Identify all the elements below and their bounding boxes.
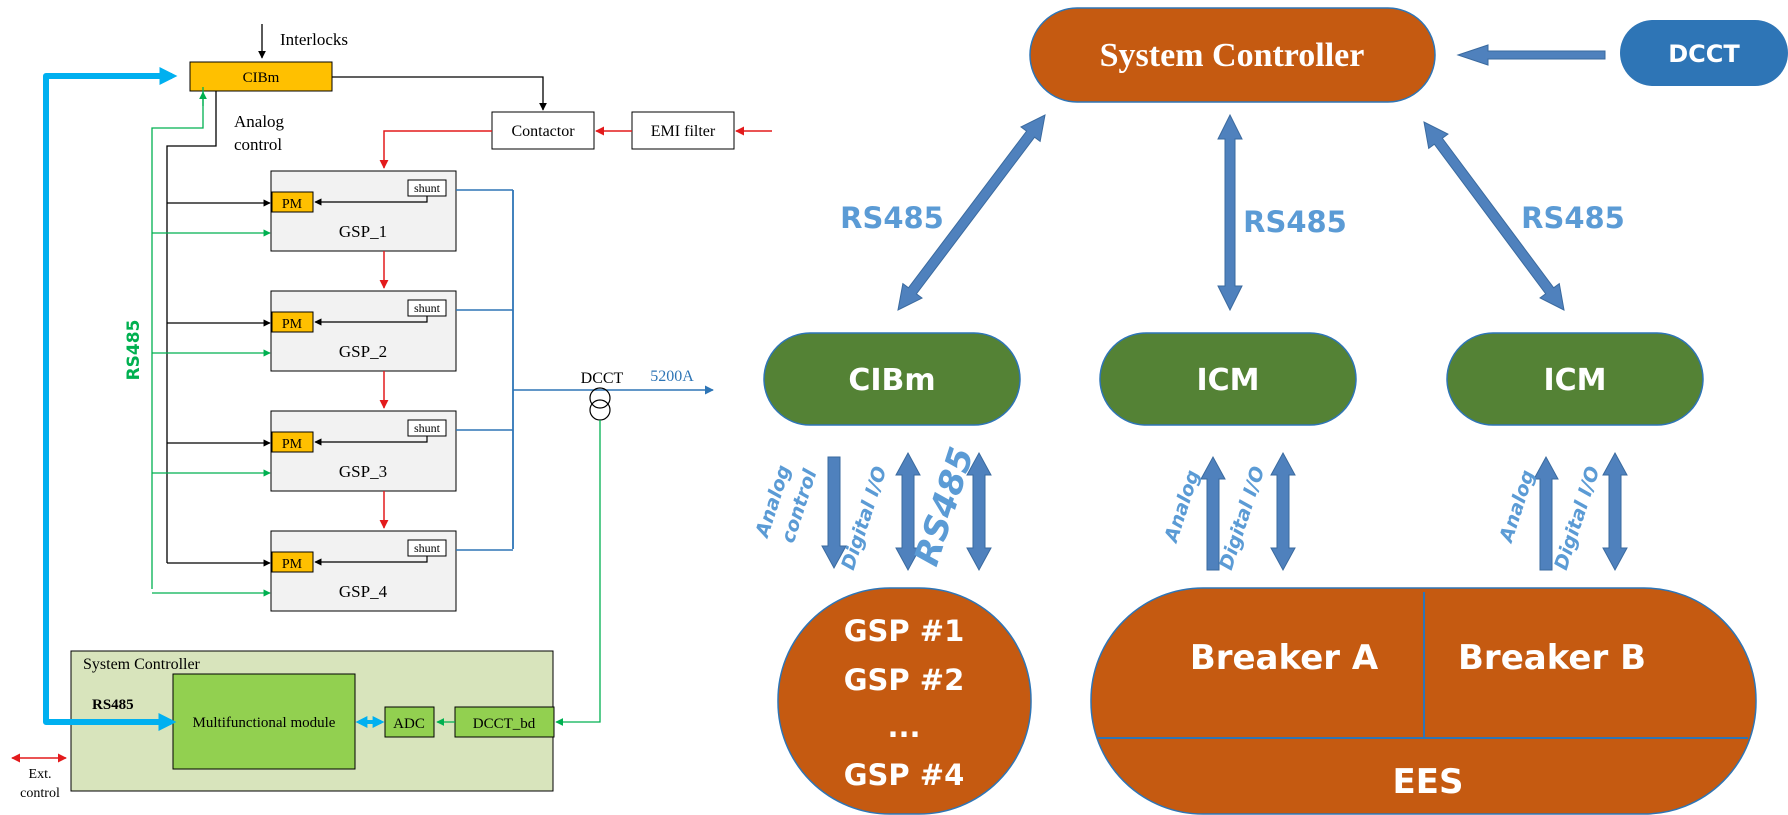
- shunt-label: shunt: [414, 541, 441, 555]
- cibm-label: CIBm: [243, 70, 280, 86]
- shunt-label: shunt: [414, 301, 441, 315]
- pm-label: PM: [282, 437, 303, 452]
- pm-box: [271, 431, 314, 453]
- contactor-label: Contactor: [511, 123, 575, 140]
- left-schematic: Interlocks CIBm Contactor EMI filter Ana…: [11, 24, 772, 801]
- shunt-label: shunt: [414, 181, 441, 195]
- pm-box: [271, 191, 314, 213]
- analog-arrow-icm1: [1200, 455, 1226, 571]
- icm-node-1-label: ICM: [1196, 363, 1259, 398]
- contactor-box: [491, 111, 595, 150]
- right-block-diagram: System Controller DCCT RS485 RS485 RS485…: [751, 7, 1788, 815]
- adc-box: [384, 706, 435, 738]
- rs485-left-label: RS485: [840, 201, 944, 235]
- gsp-line-2: GSP #2: [844, 663, 965, 697]
- analog-control-label-1: Analog: [234, 112, 285, 131]
- shunt-pm-arrow: [314, 196, 428, 206]
- rs485-link-gsp: [966, 451, 992, 572]
- system-controller-panel-label: System Controller: [83, 656, 201, 673]
- gsp-line-4: GSP #4: [844, 758, 965, 792]
- icm1-analog-label: Analog: [1160, 467, 1204, 546]
- analog-control-arrow: [821, 456, 847, 570]
- analog-arrow-icm2: [1533, 455, 1559, 571]
- rs485-link-icm1: [1217, 113, 1243, 312]
- ees-label: EES: [1393, 762, 1464, 802]
- interlocks-label: Interlocks: [280, 30, 348, 49]
- dcct-label-left: DCCT: [581, 370, 624, 387]
- rs485-right-label: RS485: [1521, 201, 1625, 235]
- pm-label: PM: [282, 317, 303, 332]
- pm-label: PM: [282, 557, 303, 572]
- shunt-pm-arrow: [314, 556, 428, 566]
- cibm-node-label: CIBm: [848, 363, 935, 398]
- gsp-label: GSP_2: [339, 342, 387, 361]
- adc-label: ADC: [393, 716, 425, 732]
- breaker-b-label: Breaker B: [1458, 638, 1646, 678]
- dcct-bd-label: DCCT_bd: [473, 716, 536, 732]
- cibm-contactor-line: [332, 76, 547, 111]
- ext-control-label-1: Ext.: [29, 767, 52, 782]
- dcct-node-label: DCCT: [1668, 40, 1740, 68]
- gsp-label: GSP_1: [339, 222, 387, 241]
- multifunctional-module-label: Multifunctional module: [193, 715, 336, 731]
- icm2-digital-label: Digital I/O: [1550, 464, 1604, 573]
- icm-node-2: [1446, 332, 1704, 426]
- dcct-node: [1620, 20, 1788, 86]
- gsp-node: [777, 587, 1032, 815]
- gsp-line-ellipsis: ...: [887, 710, 920, 744]
- analog-control-bus: [166, 91, 217, 563]
- shunt-pm-arrow: [314, 316, 428, 326]
- shunt-label: shunt: [414, 421, 441, 435]
- rs485-bus-label: RS485: [92, 697, 134, 713]
- lower-links: [821, 451, 1628, 572]
- cibm-digital-label: Digital I/O: [837, 464, 891, 573]
- system-controller-node-label: System Controller: [1100, 37, 1365, 74]
- gsp-label: GSP_4: [339, 582, 388, 601]
- multifunctional-module-box: [172, 673, 356, 770]
- gsp-line-1: GSP #1: [844, 614, 965, 648]
- dcct-sensor-top-icon: [589, 387, 611, 409]
- dcct-sensor-bottom-icon: [589, 399, 611, 421]
- rs485-link-cibm: [897, 114, 1046, 311]
- controller-links: [897, 113, 1565, 312]
- pm-box: [271, 311, 314, 333]
- shunt-pm-arrow: [314, 436, 428, 446]
- cibm-node: [763, 332, 1021, 426]
- rs485-vertical-label: RS485: [124, 320, 144, 381]
- emi-filter-label: EMI filter: [651, 123, 716, 140]
- icm2-analog-label: Analog: [1495, 467, 1539, 546]
- pm-box: [271, 551, 314, 573]
- emi-filter-box: [631, 111, 735, 150]
- ext-control-label-2: control: [20, 786, 60, 801]
- pm-label: PM: [282, 197, 303, 212]
- rs485-main-bus: [43, 67, 178, 731]
- dcct-signal-line: [555, 420, 601, 726]
- icm-node-2-label: ICM: [1543, 363, 1606, 398]
- icm-node-1: [1099, 332, 1357, 426]
- analog-control-label-2: control: [234, 135, 282, 154]
- breaker-a-label: Breaker A: [1190, 638, 1379, 678]
- rs485-mid-label: RS485: [1243, 205, 1347, 239]
- gsp-label: GSP_3: [339, 462, 387, 481]
- rs485-link-icm2: [1423, 121, 1565, 311]
- contactor-gsp1-arrow: [379, 130, 492, 169]
- current-label: 5200A: [650, 368, 694, 385]
- gsp-stack: PMshuntGSP_1PMshuntGSP_2PMshuntGSP_3PMsh…: [152, 170, 513, 612]
- dcct-to-controller-arrow: [1456, 44, 1606, 66]
- system-controller-node: [1029, 7, 1436, 103]
- digital-io-link-cibm: [895, 451, 921, 572]
- rs485-green-bus: [151, 87, 204, 589]
- digital-io-link-icm2: [1602, 451, 1628, 572]
- digital-io-link-icm1: [1270, 451, 1296, 572]
- icm1-digital-label: Digital I/O: [1215, 464, 1269, 573]
